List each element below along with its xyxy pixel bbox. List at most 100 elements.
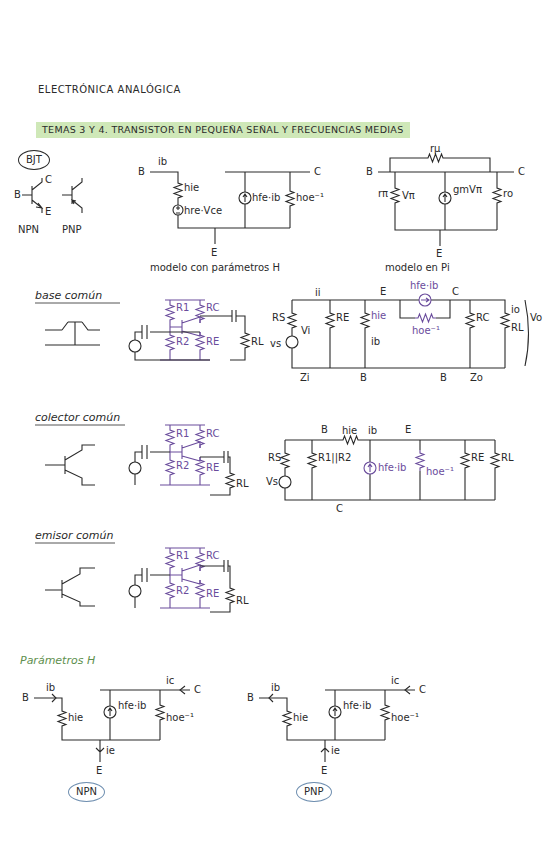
circuit-label: modelo en Pi bbox=[385, 262, 450, 274]
circuit-label: ie bbox=[106, 745, 115, 757]
circuit-label: ic bbox=[166, 675, 174, 687]
circuit-label: RC bbox=[476, 312, 489, 324]
circuit-label: E bbox=[321, 765, 327, 777]
circuit-label: ib bbox=[368, 425, 377, 437]
circled-label: PNP bbox=[296, 782, 332, 802]
circuit-label: B bbox=[22, 692, 29, 704]
circuit-label: RE bbox=[206, 462, 219, 474]
circuit-label: hfe·ib bbox=[252, 192, 280, 204]
circled-label: NPN bbox=[68, 782, 105, 802]
circuit-label: Zi bbox=[300, 372, 310, 384]
section-heading: colector común bbox=[35, 412, 120, 424]
circuit-label: RL bbox=[511, 322, 524, 334]
circuit-label: ib bbox=[46, 682, 55, 694]
circuit-label: ii bbox=[315, 287, 321, 299]
circuit-label: C bbox=[419, 684, 426, 696]
circuit-label: hie bbox=[184, 182, 199, 194]
circuit-label: hoe⁻¹ bbox=[412, 325, 440, 337]
circuit-label: ie bbox=[331, 745, 340, 757]
circuit-label: hie bbox=[68, 712, 83, 724]
circuit-label: RC bbox=[206, 428, 219, 440]
circuit-label: RE bbox=[206, 588, 219, 600]
circuit-label: B bbox=[138, 166, 145, 178]
circuit-label: Vπ bbox=[402, 190, 415, 202]
circuit-label: RE bbox=[336, 312, 349, 324]
circuit-label: rμ bbox=[430, 143, 440, 155]
circled-label: BJT bbox=[18, 150, 50, 170]
circuit-label: E bbox=[45, 206, 51, 218]
circuit-label: E bbox=[96, 765, 102, 777]
circuit-label: RL bbox=[236, 595, 249, 607]
section-heading: Parámetros H bbox=[20, 655, 95, 667]
circuit-label: R1||R2 bbox=[318, 452, 351, 464]
circuit-label: Vo bbox=[530, 312, 542, 324]
circuit-label: C bbox=[518, 166, 525, 178]
circuit-label: B bbox=[360, 372, 367, 384]
circuit-label: B bbox=[321, 424, 328, 436]
circuit-label: RC bbox=[206, 550, 219, 562]
circuit-label: R2 bbox=[176, 585, 189, 597]
circuit-label: ic bbox=[391, 675, 399, 687]
circuit-label: Zo bbox=[470, 372, 483, 384]
section-heading: emisor común bbox=[35, 530, 113, 542]
circuit-label: RE bbox=[206, 336, 219, 348]
circuit-label: ro bbox=[503, 188, 513, 200]
circuit-label: Vs bbox=[266, 476, 278, 488]
node-text: BJT bbox=[26, 154, 42, 165]
circuit-label: RE bbox=[471, 452, 484, 464]
circuit-label: Vi bbox=[301, 325, 310, 337]
circuit-label: R1 bbox=[176, 302, 189, 314]
circuit-label: RS bbox=[272, 312, 285, 324]
circuit-label: B bbox=[14, 189, 21, 201]
circuit-label: RL bbox=[251, 336, 264, 348]
circuit-label: B bbox=[247, 692, 254, 704]
circuit-label: RC bbox=[206, 302, 219, 314]
page-title: ELECTRÓNICA ANALÓGICA bbox=[38, 84, 181, 96]
circuit-label: hie bbox=[342, 425, 357, 437]
circuit-label: modelo con parámetros H bbox=[150, 262, 280, 274]
circuit-label: B bbox=[440, 372, 447, 384]
circuit-label: PNP bbox=[62, 224, 82, 236]
circuit-label: hre·Vce bbox=[184, 205, 222, 217]
node-text: NPN bbox=[76, 786, 97, 797]
circuit-label: hoe⁻¹ bbox=[296, 192, 324, 204]
circuit-label: hie bbox=[293, 712, 308, 724]
circuit-label: hfe·ib bbox=[410, 280, 438, 292]
circuit-label: hoe⁻¹ bbox=[426, 466, 454, 478]
circuit-label: RS bbox=[268, 452, 281, 464]
circuit-label: hoe⁻¹ bbox=[166, 712, 194, 724]
section-heading: base común bbox=[35, 290, 102, 302]
circuit-label: ib bbox=[271, 682, 280, 694]
circuit-label: hfe·ib bbox=[118, 700, 146, 712]
circuit-label: R2 bbox=[176, 460, 189, 472]
circuit-label: rπ bbox=[378, 188, 388, 200]
circuit-label: gmVπ bbox=[453, 184, 482, 196]
circuit-label: C bbox=[314, 166, 321, 178]
circuit-label: E bbox=[436, 248, 442, 260]
circuit-label: io bbox=[511, 304, 520, 316]
circuit-label: R1 bbox=[176, 550, 189, 562]
circuit-label: C bbox=[45, 174, 52, 186]
circuit-label: vs bbox=[270, 338, 281, 350]
circuit-label: ib bbox=[158, 156, 167, 168]
circuit-label: R1 bbox=[176, 428, 189, 440]
circuit-label: B bbox=[366, 166, 373, 178]
circuit-label: hoe⁻¹ bbox=[391, 712, 419, 724]
circuit-label: hfe·ib bbox=[343, 700, 371, 712]
circuit-label: R2 bbox=[176, 336, 189, 348]
circuit-label: RL bbox=[501, 452, 514, 464]
topic-heading: TEMAS 3 Y 4. TRANSISTOR EN PEQUEÑA SEÑAL… bbox=[36, 122, 410, 138]
circuit-label: C bbox=[194, 684, 201, 696]
circuit-label: C bbox=[452, 286, 459, 298]
circuit-label: ib bbox=[371, 336, 380, 348]
circuit-label: RL bbox=[236, 478, 249, 490]
circuit-label: E bbox=[380, 286, 386, 298]
circuit-label: hfe·ib bbox=[378, 462, 406, 474]
circuit-label: hie bbox=[371, 310, 386, 322]
circuit-label: C bbox=[336, 503, 343, 515]
node-text: PNP bbox=[304, 786, 324, 797]
circuit-label: E bbox=[405, 424, 411, 436]
circuit-label: E bbox=[211, 247, 217, 259]
circuit-label: NPN bbox=[18, 224, 39, 236]
